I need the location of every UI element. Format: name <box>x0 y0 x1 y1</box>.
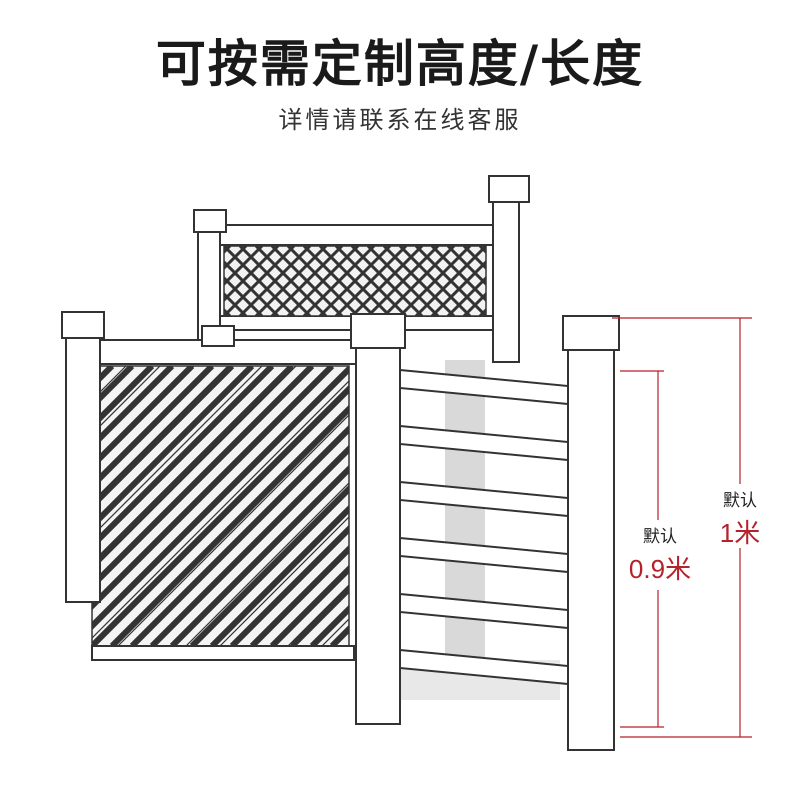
lattice-cross-strip <box>92 366 263 537</box>
lattice-cross-strip <box>253 550 349 646</box>
lattice-strip <box>189 484 349 646</box>
side-slat-section <box>399 360 569 700</box>
subheadline: 详情请联系在线客服 <box>278 106 522 134</box>
lattice-strip <box>129 424 349 646</box>
lattice-strip <box>462 291 486 316</box>
front-middle-post <box>350 313 406 725</box>
dimension-tall-value: 1米 <box>719 518 761 548</box>
dimension-line-short <box>620 370 664 728</box>
lattice-strip <box>512 246 582 316</box>
dimension-label-tall: 默认 1米 <box>706 486 774 550</box>
lattice-cross-strip <box>446 246 486 287</box>
lattice-cross-strip <box>185 482 349 646</box>
lattice-strip <box>92 366 295 571</box>
side-slats <box>399 368 569 686</box>
lattice-cross-strip <box>151 448 349 646</box>
lattice-cross-strip <box>92 366 161 435</box>
lattice-strip <box>289 584 349 646</box>
dimension-label-short: 默认 0.9米 <box>618 522 702 586</box>
lattice-strip <box>109 404 349 646</box>
dimension-short-value: 0.9米 <box>628 554 692 584</box>
lattice-strip <box>92 366 275 551</box>
front-lattice <box>0 366 349 646</box>
front-fence-panel <box>0 339 363 661</box>
middle-back-post <box>201 325 235 347</box>
back-left-post <box>193 209 227 345</box>
lattice-strip <box>269 564 349 646</box>
lattice-cross-strip <box>92 366 195 469</box>
lattice-strip <box>92 384 349 646</box>
lattice-strip <box>0 366 72 646</box>
headline: 可按需定制高度/长度 <box>155 35 645 93</box>
lattice-strip <box>209 504 349 646</box>
lattice-cross-strip <box>92 380 349 639</box>
lattice-strip <box>92 366 349 631</box>
lattice-strip <box>92 366 175 451</box>
lattice-strip <box>92 366 155 431</box>
dimension-short-caption: 默认 <box>643 527 677 546</box>
lattice-strip <box>249 544 349 646</box>
lattice-strip <box>92 366 215 491</box>
back-lattice <box>224 246 582 316</box>
lattice-strip <box>92 366 255 531</box>
lattice-cross-strip <box>92 366 297 571</box>
back-right-post <box>488 175 530 363</box>
lattice-strip <box>92 366 235 511</box>
dimension-tall-caption: 默认 <box>723 491 757 510</box>
lattice-cross-strip <box>219 516 349 646</box>
lattice-cross-strip <box>430 246 486 303</box>
lattice-cross-strip <box>92 366 229 503</box>
lattice-strip <box>0 366 52 646</box>
lattice-cross-strip <box>117 414 349 646</box>
lattice-cross-strip <box>462 246 486 271</box>
dimension-line-tall <box>612 317 752 738</box>
front-left-post <box>61 311 105 603</box>
lattice-strip <box>169 464 349 646</box>
front-right-post <box>562 315 620 751</box>
lattice-cross-strip <box>512 246 582 316</box>
lattice-strip <box>92 366 195 471</box>
lattice-cross-strip <box>287 584 349 646</box>
lattice-strip <box>229 524 349 646</box>
lattice-strip <box>92 366 315 591</box>
